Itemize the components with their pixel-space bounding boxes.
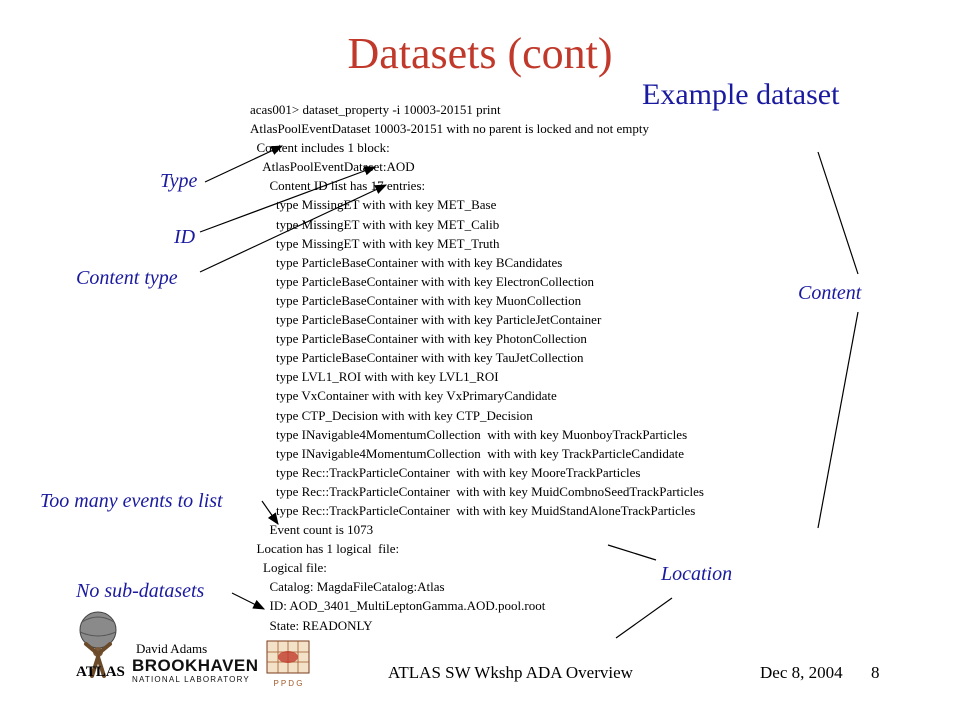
line-location-lower	[615, 597, 673, 639]
output-line: type INavigable4MomentumCollection with …	[250, 426, 688, 442]
line-content-lower	[817, 311, 859, 529]
annotation-location: Location	[661, 563, 733, 585]
output-line: AtlasPoolEventDataset:AOD	[250, 159, 415, 175]
output-line: type MissingET with with key MET_Calib	[250, 216, 500, 232]
output-line: AtlasPoolEventDataset 10003-20151 with n…	[250, 121, 649, 137]
output-line: type Rec::TrackParticleContainer with wi…	[250, 502, 696, 518]
output-line: Logical file:	[250, 560, 327, 576]
output-line: type VxContainer with with key VxPrimary…	[250, 388, 557, 404]
output-line: type Rec::TrackParticleContainer with wi…	[250, 464, 641, 480]
line-location-upper	[607, 544, 657, 561]
line-content-upper	[817, 151, 859, 275]
output-line: type INavigable4MomentumCollection with …	[250, 445, 684, 461]
output-line: type ParticleBaseContainer with with key…	[250, 350, 584, 366]
output-line: type Rec::TrackParticleContainer with wi…	[250, 483, 704, 499]
annotation-type: Type	[160, 170, 198, 192]
output-line: State: READONLY	[250, 617, 373, 633]
slide-subtitle: Example dataset	[642, 78, 840, 111]
arrow-content-type	[199, 184, 388, 273]
output-line: type ParticleBaseContainer with with key…	[250, 312, 602, 328]
annotation-too-many-events: Too many events to list	[40, 490, 223, 512]
annotation-no-sub-datasets: No sub-datasets	[76, 580, 205, 602]
command-output: acas001> dataset_property -i 10003-20151…	[250, 100, 704, 635]
annotation-content-type: Content type	[76, 267, 178, 289]
footer-center: ATLAS SW Wkshp ADA Overview	[388, 663, 633, 682]
output-line: type ParticleBaseContainer with with key…	[250, 254, 563, 270]
footer-date: Dec 8, 2004	[760, 663, 843, 682]
output-line: Event count is 1073	[250, 522, 374, 538]
ppdg-grid-icon	[266, 640, 310, 674]
output-line: type LVL1_ROI with with key LVL1_ROI	[250, 369, 499, 385]
arrow-no-sub	[231, 592, 266, 610]
output-line: type MissingET with with key MET_Truth	[250, 235, 500, 251]
brookhaven-logo: BROOKHAVEN NATIONAL LABORATORY	[132, 657, 264, 687]
output-line: Content ID list has 17 entries:	[250, 178, 426, 194]
atlas-label: ATLAS	[76, 664, 125, 680]
brookhaven-logo-name: BROOKHAVEN	[132, 656, 259, 675]
output-line: ID: AOD_3401_MultiLeptonGamma.AOD.pool.r…	[250, 598, 546, 614]
output-line: type ParticleBaseContainer with with key…	[250, 292, 582, 308]
annotation-id: ID	[174, 226, 196, 248]
output-line: Catalog: MagdaFileCatalog:Atlas	[250, 579, 445, 595]
brookhaven-logo-sub: NATIONAL LABORATORY	[132, 675, 250, 684]
output-line: type ParticleBaseContainer with with key…	[250, 273, 595, 289]
page-number: 8	[871, 663, 880, 682]
arrow-id	[199, 166, 377, 233]
author-name: David Adams	[136, 641, 208, 656]
ppdg-logo: P P D G	[266, 640, 310, 688]
arrow-too-many	[261, 500, 279, 525]
slide-title: Datasets (cont)	[347, 29, 613, 78]
output-line: type ParticleBaseContainer with with key…	[250, 331, 587, 347]
output-line: type CTP_Decision with with key CTP_Deci…	[250, 407, 533, 423]
arrow-type	[204, 145, 284, 183]
ppdg-label: P P D G	[273, 679, 303, 688]
output-line: acas001> dataset_property -i 10003-20151…	[250, 102, 501, 117]
output-line: Location has 1 logical file:	[250, 541, 400, 557]
atlas-logo-icon	[79, 611, 117, 678]
annotation-content: Content	[798, 282, 862, 304]
